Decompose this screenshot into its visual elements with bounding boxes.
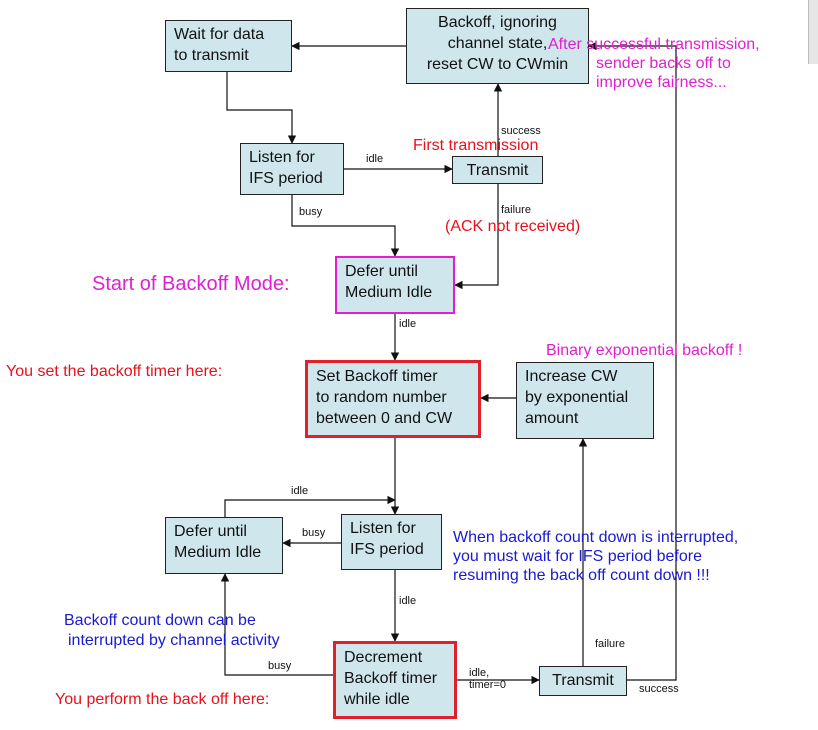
box-defer-medium-idle-top: Defer until Medium Idle [335,256,455,314]
annotation-ack-not-received: (ACK not received) [445,218,581,235]
label-idle-listen: idle [399,595,417,607]
edge-transmit-failure-to-defer [454,184,499,290]
box-text: to random number [316,389,447,406]
label-idle-top: idle [366,153,384,165]
box-text: IFS period [249,170,323,187]
label-busy-bottom: busy [302,527,326,539]
box-listen-ifs-bottom: Listen for IFS period [341,514,442,570]
box-defer-medium-idle-bottom: Defer until Medium Idle [165,517,283,574]
box-decrement-backoff: Decrement Backoff timer while idle [333,641,457,719]
annotation-start-backoff: Start of Backoff Mode: [92,273,290,295]
box-text: Medium Idle [174,544,262,561]
label-failure-top: failure [501,204,531,216]
label-failure-bottom: failure [595,638,625,650]
label-idle-timer-line: idle, [469,667,490,679]
box-text: Transmit [466,162,529,179]
box-transmit-bottom: Transmit [539,666,627,696]
label-success-bottom: success [639,683,679,695]
box-text: between 0 and CW [316,410,453,427]
label-success-top: success [501,125,541,137]
annotation-binary-exp: Binary exponential backoff ! [546,342,743,359]
label-idle-timer-line: timer=0 [469,679,506,691]
box-text: Set Backoff timer [316,368,438,385]
box-text: amount [525,410,579,427]
box-backoff-reset: Backoff, ignoring channel state, reset C… [406,8,589,84]
box-text: Defer until [345,263,418,280]
annotation-line: interrupted by channel activity [68,632,280,649]
box-text: while idle [344,691,410,708]
box-listen-ifs-top: Listen for IFS period [240,143,344,195]
box-text: Transmit [552,672,614,689]
edge-transmit-success-to-backoff [588,41,677,681]
box-text: Wait for data [174,26,265,43]
label-idle-loop: idle [291,485,309,497]
box-text: Backoff, ignoring [438,14,557,31]
box-increase-cw: Increase CW by exponential amount [516,362,654,439]
annotation-first-transmission: First transmission [413,137,539,154]
box-text: reset CW to CWmin [426,56,569,73]
annotation-line: sender backs off to [596,55,731,72]
box-text: Increase CW [525,368,618,385]
label-idle-timer: idle, timer=0 [469,667,506,691]
label-busy-decrement: busy [268,660,292,672]
annotation-line: resuming the back off count down !!! [453,567,710,584]
scrollbar-fragment [808,0,818,64]
box-text: Medium Idle [345,284,433,301]
box-text: IFS period [350,541,424,558]
box-text: Decrement [344,649,423,666]
annotation-line: After successful transmission, [548,36,760,53]
label-busy-top: busy [299,206,323,218]
annotation-interrupted-wait: When backoff count down is interrupted, … [453,528,738,585]
box-text: by exponential [525,389,629,406]
annotation-count-down-interrupted: Backoff count down can be interrupted by… [64,611,280,651]
annotation-after-success: After successful transmission, sender ba… [548,35,760,92]
annotation-line: improve fairness... [596,74,727,91]
box-text: Backoff timer [344,670,438,687]
box-text: Defer until [174,523,247,540]
label-idle-defer: idle [399,318,417,330]
box-text: Listen for [249,149,315,166]
box-transmit-top: Transmit [452,156,543,184]
box-text: Listen for [350,520,416,537]
edge-wait-to-listen [226,72,297,144]
edge-listen-to-defer [291,195,400,257]
annotation-line: Backoff count down can be [64,612,256,629]
box-text: to transmit [174,47,249,64]
annotation-line: When backoff count down is interrupted, [453,529,739,546]
annotation-set-timer-here: You set the backoff timer here: [6,363,223,380]
box-set-backoff-timer: Set Backoff timer to random number betwe… [305,360,481,438]
edge-defer-to-listen-loop [224,495,396,517]
box-wait-for-data: Wait for data to transmit [165,20,292,72]
box-text: channel state, [447,35,548,52]
annotation-perform-here: You perform the back off here: [55,691,270,708]
annotation-line: you must wait for IFS period before [453,548,702,565]
edge-decrement-to-defer [220,573,333,676]
